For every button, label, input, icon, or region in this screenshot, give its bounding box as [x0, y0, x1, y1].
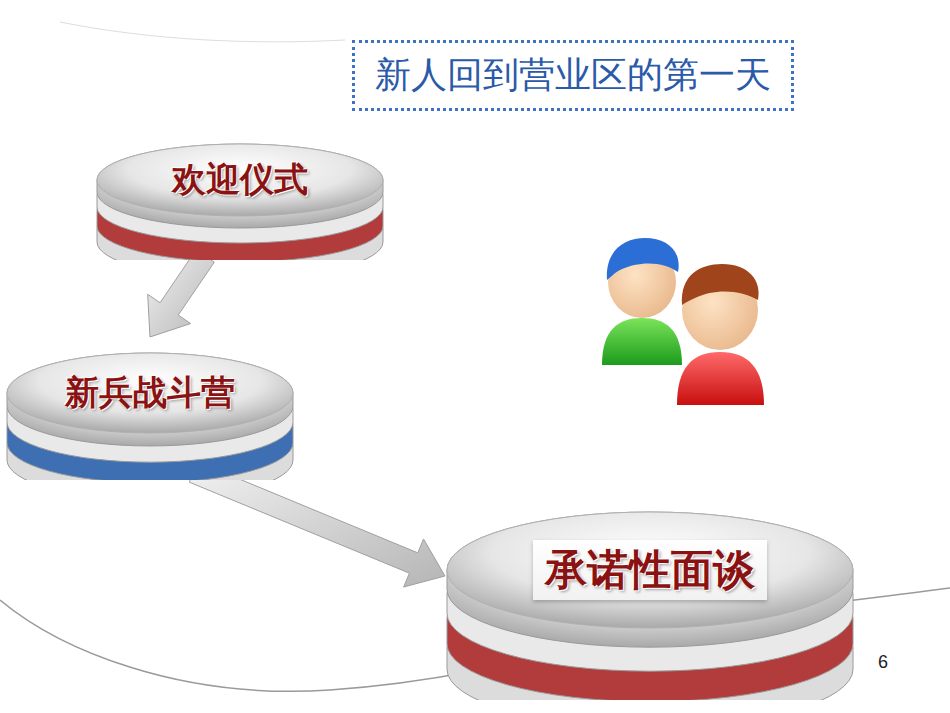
disc-shape [5, 345, 295, 480]
node-label: 欢迎仪式 [172, 157, 308, 203]
page-number: 6 [878, 652, 888, 673]
node-label: 承诺性面谈 [533, 540, 767, 600]
title: 新人回到营业区的第一天 [352, 40, 794, 111]
swoosh-line [60, 22, 345, 42]
disc-node: 新兵战斗营 [5, 345, 295, 480]
disc-shape [445, 500, 855, 700]
people-icon [602, 238, 764, 405]
node-label: 新兵战斗营 [65, 370, 235, 416]
block-arrow [148, 250, 215, 337]
block-arrow [189, 462, 445, 587]
disc-node: 欢迎仪式 [95, 135, 385, 260]
disc-node: 承诺性面谈 [445, 500, 855, 700]
